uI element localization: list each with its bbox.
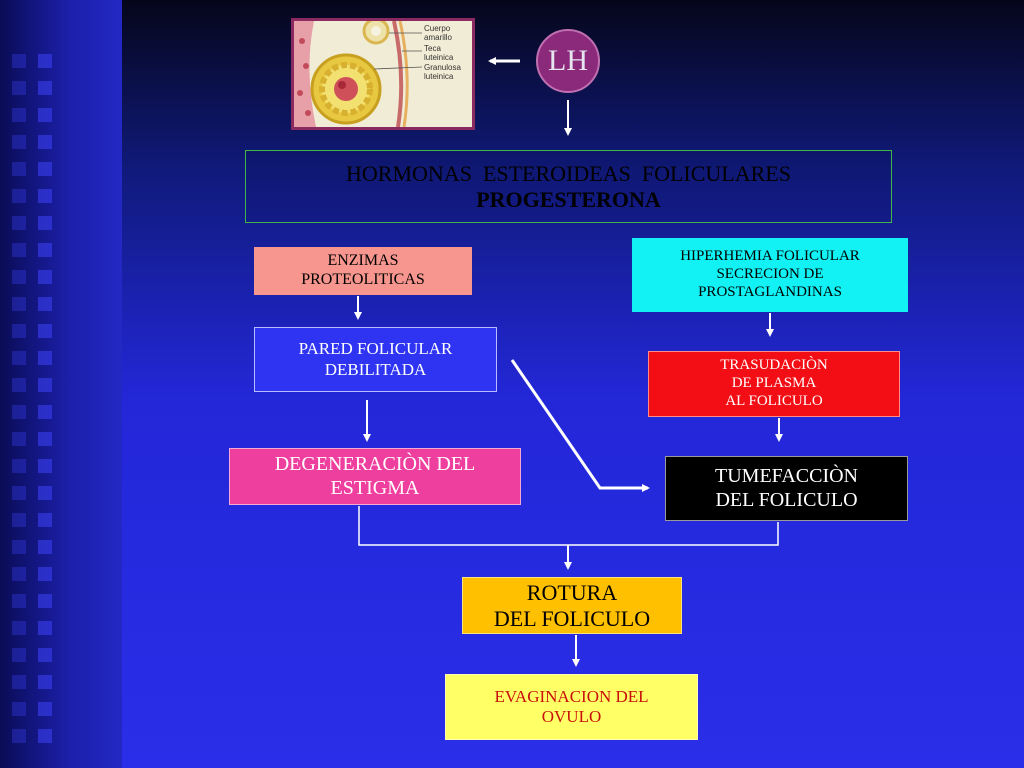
lh-circle: LH [536,29,600,93]
hiperhemia-line2: SECRECION DE [716,266,824,283]
decorative-square [12,108,26,122]
decorative-square [12,135,26,149]
decorative-square [12,513,26,527]
decorative-square [38,729,52,743]
evaginacion-line1: EVAGINACION DEL [494,686,649,706]
img-label-1: Cuerpo [424,24,451,33]
trasudacion-line2: DE PLASMA [731,375,817,392]
decorative-square [38,675,52,689]
pared-line2: DEBILITADA [324,359,427,379]
corpus-luteum-illustration: Cuerpo amarillo Teca luteinica Granulosa… [294,17,472,128]
decorative-square [38,216,52,230]
decorative-square [12,540,26,554]
decorative-square [12,378,26,392]
decorative-square [38,54,52,68]
decorative-left-strip [0,0,122,768]
decorative-square [12,270,26,284]
img-label-3: Teca [424,44,441,53]
img-label-4: luteinica [424,53,454,62]
decorative-square [38,162,52,176]
decorative-square [38,270,52,284]
corpus-luteum-image: Cuerpo amarillo Teca luteinica Granulosa… [291,17,475,130]
decorative-square [12,297,26,311]
degeneracion-line2: ESTIGMA [330,476,420,499]
decorative-square [12,594,26,608]
decorative-square [38,459,52,473]
tumefaccion-line1: TUMEFACCIÒN [715,464,858,487]
rotura-box: ROTURA DEL FOLICULO [462,577,682,634]
decorative-square [38,486,52,500]
decorative-square [12,189,26,203]
decorative-square [12,81,26,95]
decorative-square [38,594,52,608]
enzimas-box: ENZIMAS PROTEOLITICAS [254,247,472,295]
tumefaccion-box: TUMEFACCIÒN DEL FOLICULO [665,456,908,521]
decorative-square [12,405,26,419]
tumefaccion-line2: DEL FOLICULO [715,488,858,511]
decorative-square [38,108,52,122]
hiperhemia-line3: PROSTAGLANDINAS [698,283,842,300]
evaginacion-box: EVAGINACION DEL OVULO [445,674,698,740]
decorative-square [38,540,52,554]
decorative-square [12,702,26,716]
img-label-6: luteinica [424,72,454,81]
decorative-square [12,567,26,581]
decorative-square [12,621,26,635]
img-label-5: Granulosa [424,63,461,72]
degeneracion-box: DEGENERACIÒN DEL ESTIGMA [229,448,521,505]
decorative-square [12,486,26,500]
decorative-square [12,54,26,68]
arrow-pared-to-tumefaccion [510,359,650,492]
decorative-square [12,459,26,473]
pared-line1: PARED FOLICULAR [298,339,453,359]
decorative-square [38,297,52,311]
rotura-line1: ROTURA [526,579,618,605]
decorative-square [12,648,26,662]
hiperhemia-box: HIPERHEMIA FOLICULAR SECRECION DE PROSTA… [632,238,908,312]
decorative-square [38,378,52,392]
trasudacion-line1: TRASUDACIÒN [720,357,828,374]
decorative-square [38,432,52,446]
hiperhemia-line1: HIPERHEMIA FOLICULAR [680,248,860,265]
decorative-square [38,351,52,365]
lh-label: LH [548,44,588,77]
trasudacion-line3: AL FOLICULO [725,392,823,409]
decorative-square [38,513,52,527]
decorative-square [38,405,52,419]
degeneracion-line1: DEGENERACIÒN DEL [274,452,476,475]
decorative-square [38,135,52,149]
decorative-square [12,432,26,446]
title-line1: HORMONAS ESTEROIDEAS FOLICULARES [346,160,791,186]
decorative-square [12,216,26,230]
img-label-2: amarillo [424,33,453,42]
decorative-square [38,81,52,95]
decorative-square [38,324,52,338]
decorative-square [38,621,52,635]
title-line2: PROGESTERONA [476,186,661,212]
trasudacion-box: TRASUDACIÒN DE PLASMA AL FOLICULO [648,351,900,417]
evaginacion-line2: OVULO [541,707,602,726]
decorative-square [12,729,26,743]
decorative-square [12,675,26,689]
title-box: HORMONAS ESTEROIDEAS FOLICULARES PROGEST… [245,150,892,223]
decorative-square [38,189,52,203]
decorative-square [12,351,26,365]
decorative-square [12,324,26,338]
enzimas-line2: PROTEOLITICAS [301,271,425,288]
connector-degeneracion-tumefaccion [358,506,779,546]
decorative-square [38,648,52,662]
decorative-square [38,567,52,581]
decorative-square [12,162,26,176]
decorative-square [12,243,26,257]
decorative-square [38,702,52,716]
enzimas-line1: ENZIMAS [327,252,399,270]
pared-box: PARED FOLICULAR DEBILITADA [254,327,497,392]
rotura-line2: DEL FOLICULO [493,605,651,631]
decorative-square [38,243,52,257]
